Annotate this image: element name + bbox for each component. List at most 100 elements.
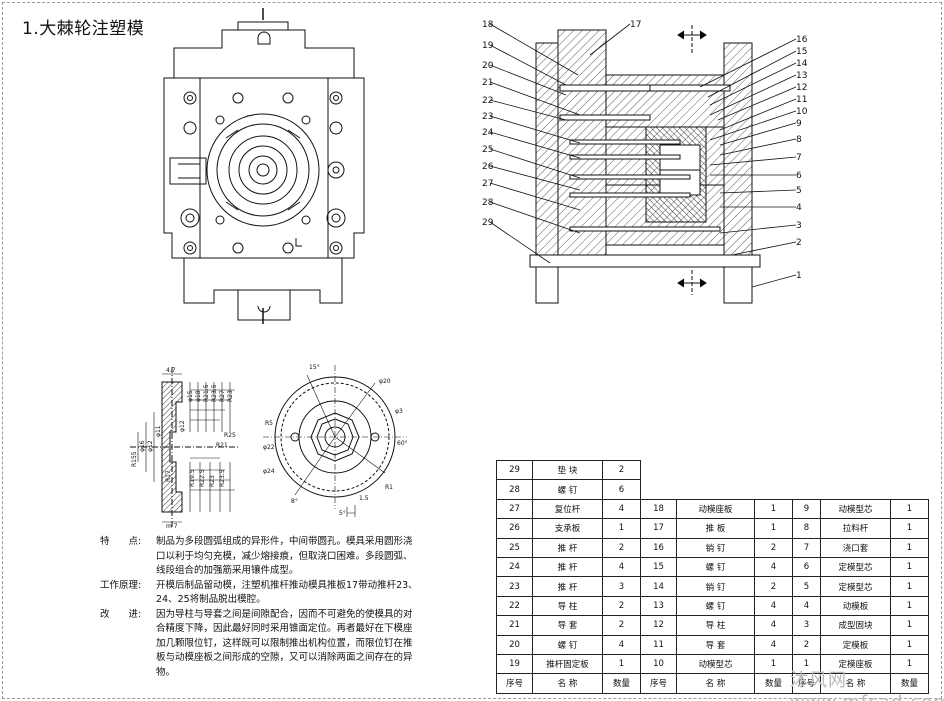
note-features-text: 制品为多段圆弧组成的异形件，中间带圆孔。模具采用圆形浇口以利于均匀充模，减少熔接… [156,536,413,576]
bom-header-cell: 序号 [640,673,677,694]
bom-cell: 2 [602,537,641,558]
bom-cell: 推杆固定板 [532,653,603,675]
bom-header-cell: 数量 [890,673,929,694]
dim-left-8: φ11 [155,425,162,437]
bom-cell: 1 [890,615,929,636]
bom-cell: 4 [754,556,793,578]
bom-cell: 4 [754,595,793,617]
dim-right-3: 60° [397,440,408,447]
bom-cell: 19 [496,653,533,675]
bom-cell: 2 [754,537,793,558]
bom-blank [641,461,929,480]
bom-cell: 动模型芯 [820,498,891,520]
bom-cell: 复位杆 [532,498,603,520]
dim-left-15: R23 [209,475,216,487]
bom-cell: 1 [890,518,929,539]
callout-29: 29 [482,218,494,228]
bom-header-cell: 数量 [602,673,641,694]
bom-cell: 动模板 [820,595,891,617]
dim-right-8: φ24 [263,468,275,475]
mold-plan-view [163,8,365,324]
callout-16: 16 [796,35,808,45]
dim-right-2: φ3 [395,408,403,415]
dim-left-12: φ12 [147,440,154,452]
bom-cell: 26 [496,518,533,539]
callout-19: 19 [482,41,494,51]
bom-cell: 动模座板 [676,498,755,520]
bom-cell: 1 [602,518,641,539]
bom-cell: 3 [792,615,821,636]
callout-22: 22 [482,96,493,106]
bom-cell: 1 [890,595,929,617]
dim-left-2: R27 [219,390,226,402]
callout-12: 12 [796,83,807,93]
note-improvement: 改 进: 因为导柱与导套之间是间隙配合，因而不可避免的使模具的对合精度下降，因此… [100,608,420,681]
bom-cell: 6 [602,479,641,500]
notes-block: 特 点: 制品为多段圆弧组成的异形件，中间带圆孔。模具采用圆形浇口以利于均匀充模… [100,535,420,680]
bom-cell: 螺 钉 [676,595,755,617]
part-section-view: 4.7 R23 R27 R23.5 R21.5 φ18 φ15 φ12 φ11 … [130,367,240,530]
bom-cell: 29 [496,459,533,481]
dim-left-17: R155 [131,451,138,467]
dim-left-0: 4.7 [166,367,176,374]
bom-cell: 27 [496,498,533,520]
mold-section-view: 18 17 19 20 21 22 23 24 25 26 27 28 29 1… [482,20,808,304]
bom-cell: 2 [602,595,641,617]
bom-cell: 4 [754,615,793,636]
dim-left-19: m 7 [166,523,178,530]
bom-cell: 14 [640,576,677,597]
bom-cell: 11 [640,634,677,655]
bom-cell: 9 [792,498,821,520]
bom-cell: 推 杆 [532,537,603,558]
dim-left-10: R25 [224,432,236,439]
dim-right-9: R5 [265,420,273,427]
bom-cell: 24 [496,556,533,578]
bom-row-28: 28 螺 钉 6 [496,479,929,500]
bom-cell: 20 [496,634,533,655]
bom-cell: 4 [602,556,641,578]
dim-left-4: R21.5 [203,384,210,402]
dim-left-18: R17 [165,470,172,482]
bom-cell: 定模型芯 [820,576,891,597]
note-principle: 工作原理: 开模后制品留动模，注塑机推杆推动模具推板17带动推杆23、24、25… [100,579,420,608]
part-plan-view: 15° φ20 φ3 60° R1 1.5 5° φ22 φ24 R5 8° [263,364,408,517]
bom-cell: 4 [792,595,821,617]
bom-cell: 5 [792,576,821,597]
bom-cell: 1 [602,653,641,675]
bom-cell: 1 [754,498,793,520]
callout-6: 6 [796,171,802,181]
bom-cell: 10 [640,653,677,675]
bom-cell: 16 [640,537,677,558]
bom-cell: 4 [602,634,641,655]
callout-24: 24 [482,128,494,138]
callout-1: 1 [796,271,802,281]
callout-11: 11 [796,95,807,105]
bom-cell: 销 钉 [676,537,755,558]
bom-cell: 2 [602,459,641,481]
bom-cell: 定模型芯 [820,556,891,578]
callout-18: 18 [482,20,494,30]
bom-cell: 导 套 [532,615,603,636]
bom-header-row: 序号 名 称 数量 序号 名 称 数量 序号 名 称 数量 [496,673,929,694]
callout-10: 10 [796,107,808,117]
callout-7: 7 [796,153,802,163]
callout-15: 15 [796,47,807,57]
callout-9: 9 [796,119,802,129]
dim-right-4: R1 [385,484,393,491]
bom-header-cell: 名 称 [676,673,755,694]
bom-cell: 3 [602,576,641,597]
bom-cell: 垫 块 [532,459,603,481]
bom-cell: 1 [890,576,929,597]
note-improvement-label: 改 进: [100,608,142,620]
bom-cell: 1 [754,653,793,675]
bom-cell: 12 [640,615,677,636]
callout-13: 13 [796,71,807,81]
callout-14: 14 [796,59,808,69]
bom-cell: 18 [640,498,677,520]
